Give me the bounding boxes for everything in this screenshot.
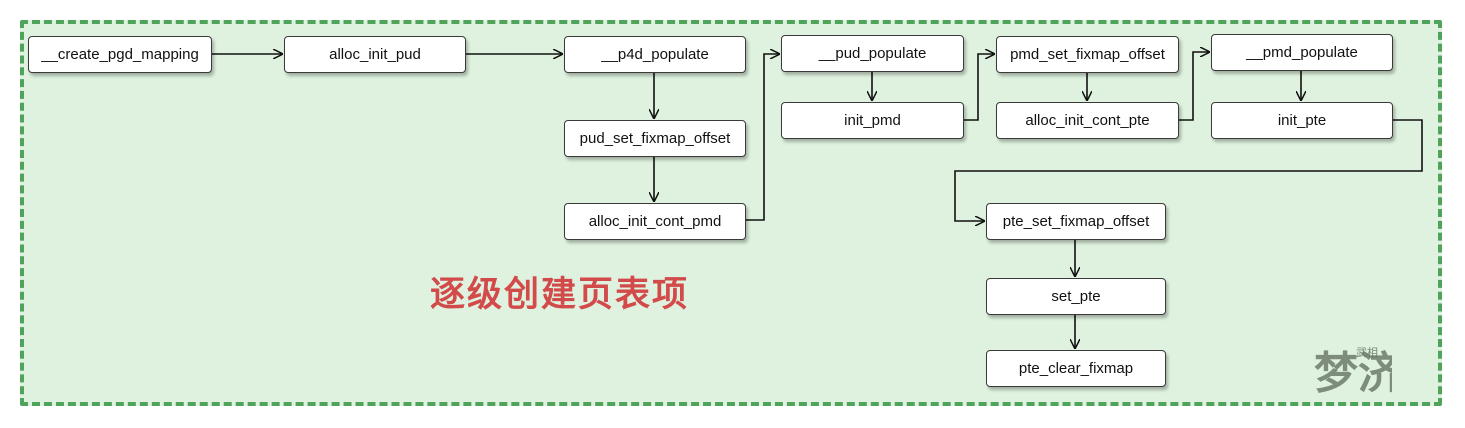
node-pte-set-fixmap-offset: pte_set_fixmap_offset bbox=[986, 203, 1166, 240]
node-alloc-init-cont-pmd: alloc_init_cont_pmd bbox=[564, 203, 746, 240]
node-alloc-init-cont-pte: alloc_init_cont_pte bbox=[996, 102, 1179, 139]
seal-main-text: 梦济 bbox=[1314, 348, 1392, 399]
node-pud-populate: __pud_populate bbox=[781, 35, 964, 72]
node-pte-clear-fixmap: pte_clear_fixmap bbox=[986, 350, 1166, 387]
edge-init-pte-to-pte-set-fixmap bbox=[954, 119, 1423, 221]
node-pmd-populate: __pmd_populate bbox=[1211, 34, 1393, 71]
seal-small-text: 武相 bbox=[1356, 346, 1378, 359]
edge-alloc-cont-pmd-to-pud-populate bbox=[746, 54, 779, 221]
edge-alloc-cont-pte-to-pmd-populate bbox=[1179, 52, 1209, 121]
seal-logo: 梦济 武相 bbox=[1314, 346, 1392, 399]
node-pud-set-fixmap-offset: pud_set_fixmap_offset bbox=[564, 120, 746, 157]
node-alloc-init-pud: alloc_init_pud bbox=[284, 36, 466, 73]
node-create-pgd-mapping: __create_pgd_mapping bbox=[28, 36, 212, 73]
node-init-pmd: init_pmd bbox=[781, 102, 964, 139]
edge-init-pmd-to-pmd-set-fixmap bbox=[964, 54, 994, 121]
diagram-title: 逐级创建页表项 bbox=[430, 275, 690, 315]
node-init-pte: init_pte bbox=[1211, 102, 1393, 139]
node-pmd-set-fixmap-offset: pmd_set_fixmap_offset bbox=[996, 36, 1179, 73]
node-set-pte: set_pte bbox=[986, 278, 1166, 315]
node-p4d-populate: __p4d_populate bbox=[564, 36, 746, 73]
